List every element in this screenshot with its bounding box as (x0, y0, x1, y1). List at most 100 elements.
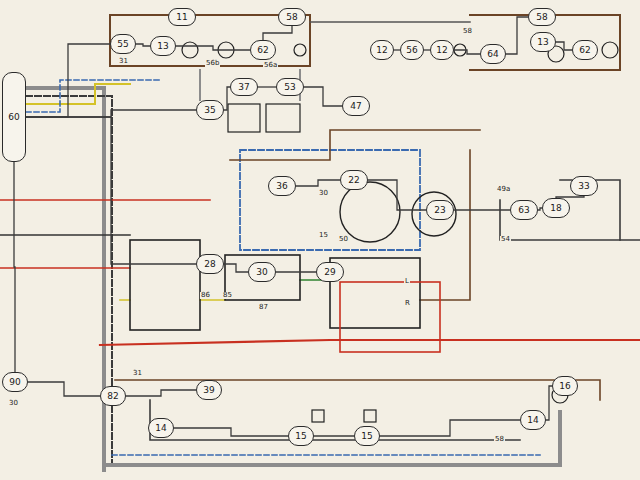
wire-connector (368, 180, 426, 210)
wire-loop (340, 282, 440, 352)
callout-number: 58 (528, 8, 556, 26)
callout-text: 12 (436, 46, 447, 55)
wire (150, 400, 520, 440)
callout-text: 90 (9, 378, 20, 387)
terminal-label: 31 (132, 370, 143, 377)
wire (0, 267, 130, 269)
gauge-symbol (340, 182, 400, 242)
callout-number: 53 (276, 78, 304, 96)
terminal-label: 49a (496, 186, 511, 193)
wire (500, 200, 640, 240)
wire-connector (26, 110, 196, 117)
callout-number: 12 (370, 40, 394, 60)
terminal-label: 50 (338, 236, 349, 243)
callout-text: 33 (578, 182, 589, 191)
terminal-label: 30 (318, 190, 329, 197)
wire-bundle (104, 412, 560, 465)
callout-number: 62 (572, 40, 598, 60)
callout-number: 22 (340, 170, 368, 190)
callout-number: 55 (110, 34, 136, 54)
switch-symbol (364, 410, 376, 422)
callout-text: 35 (204, 106, 215, 115)
callout-text: 47 (350, 102, 361, 111)
callout-number: 64 (480, 44, 506, 64)
wire-connector (258, 86, 276, 87)
wire (26, 80, 160, 112)
wire-connector (276, 271, 316, 272)
callout-text: 62 (579, 46, 590, 55)
terminal-label: L (404, 278, 410, 285)
callout-text: 13 (537, 38, 548, 47)
wire-connector (28, 382, 100, 396)
terminal-label: 30 (8, 400, 19, 407)
callout-number: 13 (150, 36, 176, 56)
gauge-symbol (412, 192, 456, 236)
callout-text: 22 (348, 176, 359, 185)
wire-connector (224, 264, 248, 272)
terminal-label: 58 (462, 28, 473, 35)
callout-number: 15 (288, 426, 314, 446)
callout-text: 13 (157, 42, 168, 51)
wire (112, 454, 540, 456)
terminal-label: 87 (258, 304, 269, 311)
lamp-symbol (182, 42, 198, 58)
wire (26, 84, 130, 104)
lamp-symbol (294, 44, 306, 56)
lamp-symbol (602, 42, 618, 58)
wire-connector (136, 44, 150, 46)
terminal-label: 31 (118, 58, 129, 65)
wire-connector (546, 386, 552, 420)
callout-text: 55 (117, 40, 128, 49)
callout-text: 15 (361, 432, 372, 441)
switch-symbol (312, 410, 324, 422)
wire-connector (126, 390, 196, 396)
relay-symbol (228, 104, 260, 132)
callout-text: 11 (176, 13, 187, 22)
callout-number: 33 (570, 176, 598, 196)
callout-text: 56 (406, 46, 417, 55)
wire-bundle (240, 150, 420, 250)
callout-number: 58 (278, 8, 306, 26)
terminal-label: 56b (205, 60, 220, 67)
callout-text: 28 (204, 260, 215, 269)
wire-connector (556, 42, 572, 50)
callout-number: 16 (552, 376, 578, 396)
relay-symbol (266, 104, 300, 132)
wire-connector (454, 209, 510, 210)
wire-connector (26, 44, 110, 117)
terminal-label: 86 (200, 292, 211, 299)
callout-text: 12 (376, 46, 387, 55)
terminal-label: 85 (222, 292, 233, 299)
callout-number: 14 (520, 410, 546, 430)
terminal-label: 58 (494, 436, 505, 443)
callout-number: 60 (2, 72, 26, 162)
wire-bundle (26, 96, 112, 462)
callout-text: 64 (487, 50, 498, 59)
switch-housing (225, 255, 300, 300)
callout-number: 29 (316, 262, 344, 282)
callout-number: 15 (354, 426, 380, 446)
callout-text: 14 (155, 424, 166, 433)
callout-number: 37 (230, 78, 258, 96)
callout-number: 28 (196, 254, 224, 274)
callout-number: 82 (100, 386, 126, 406)
callout-text: 60 (8, 113, 19, 122)
callout-number: 12 (430, 40, 454, 60)
callout-text: 63 (518, 206, 529, 215)
callout-number: 13 (530, 32, 556, 52)
callout-number: 36 (268, 176, 296, 196)
callout-number: 23 (426, 200, 454, 220)
terminal-label: 54 (500, 236, 511, 243)
callout-text: 37 (238, 83, 249, 92)
wire (120, 299, 225, 301)
callout-text: 62 (257, 46, 268, 55)
terminal-label: 15 (318, 232, 329, 239)
callout-number: 47 (342, 96, 370, 116)
callout-number: 63 (510, 200, 538, 220)
callout-text: 23 (434, 206, 445, 215)
callout-text: 18 (550, 204, 561, 213)
callout-text: 14 (527, 416, 538, 425)
wire-connector (296, 180, 340, 186)
